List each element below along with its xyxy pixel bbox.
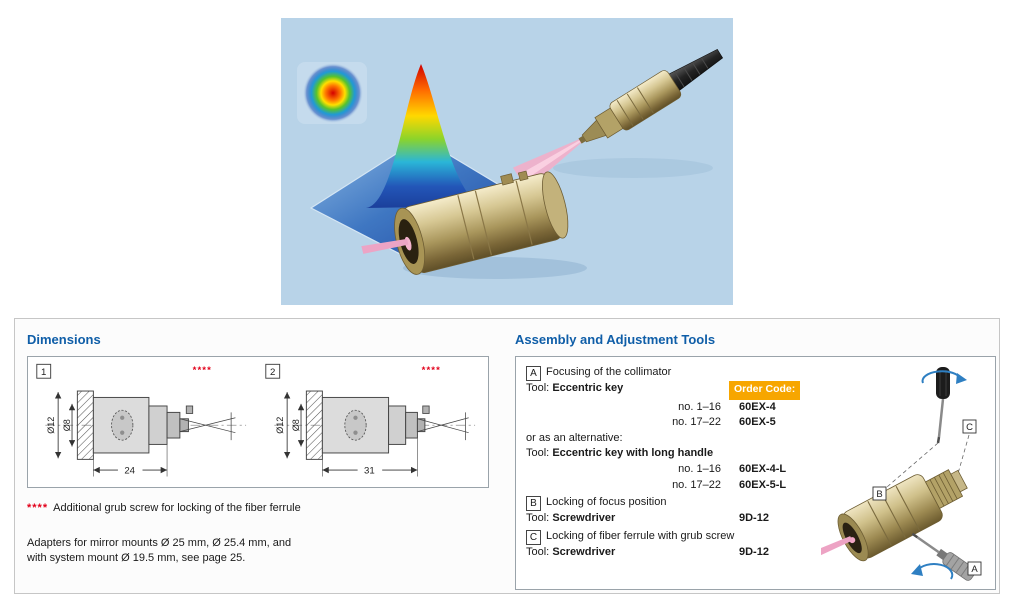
fiber-ferrule [361,238,409,254]
adjustment-screw [517,170,529,182]
dimensions-drawing-box: 1 **** Ø12 [27,356,489,488]
svg-text:C: C [966,422,973,433]
tool-name: Eccentric key [552,382,624,394]
tool-a-alt-row: Tool: Eccentric key with long handle [526,446,821,462]
illustration-marker-b: B [872,486,887,501]
marker-c-box: C [526,529,541,545]
tools-title: Assembly and Adjustment Tools [515,332,716,347]
tool-a-alt-option-row: no. 17–22 60EX-5-L [526,478,821,494]
tool-a-row: Tool: Eccentric key Order Code: [526,381,821,400]
alternative-row: or as an alternative: [526,431,821,447]
order-code: 9D-12 [739,512,769,525]
order-code: 60EX-4 [739,400,776,413]
fiber-collimator [361,170,569,275]
inner-diameter-label: Ø8 [62,419,72,431]
tool-a-option-row: no. 17–22 60EX-5 [526,415,821,431]
dimension-drawing-2: 2 **** Ø12 [265,363,476,477]
grub-screw-footnote: **** Additional grub screw for locking of… [27,502,489,514]
length-label: 31 [364,465,375,476]
tools-illustration: C B A [821,365,989,581]
screwdriver-top [921,367,967,444]
product-photo-graphic [281,18,733,305]
drawing-index: 2 [270,367,275,378]
tool-heading-b-row: B Locking of focus position [526,495,821,512]
tool-a-alt-option-row: no. 1–16 60EX-4-L [526,462,821,478]
adapter-note: Adapters for mirror mounts Ø 25 mm, Ø 25… [27,536,489,567]
tool-name: Screwdriver [552,545,616,558]
marker-a-box: A [526,366,541,381]
tool-heading-c-row: C Locking of fiber ferrule with grub scre… [526,529,821,545]
grub-screw [185,405,194,414]
lower-panels: Dimensions 1 **** [14,318,1000,594]
grub-screw-stars: **** [422,365,441,376]
tool-heading-b: Locking of focus position [546,496,667,509]
svg-text:A: A [971,564,978,575]
order-code: 60EX-5 [739,416,776,429]
key-range: no. 1–16 [678,462,721,475]
order-code: 60EX-5-L [739,478,787,491]
dimension-drawing-1: 1 **** Ø12 [36,363,247,477]
inner-diameter-label: Ø8 [291,419,301,431]
illustration-marker-c: C [962,419,977,434]
tools-section: Assembly and Adjustment Tools A Focusing … [515,332,996,590]
tools-box: A Focusing of the collimator Tool: Eccent… [515,356,996,590]
gaussian-peak [366,64,486,208]
tool-label: Tool: [526,447,550,460]
footnote-text: Additional grub screw for locking of the… [53,502,301,514]
order-code-label: Order Code: [729,381,801,400]
grub-screw [422,405,430,414]
adjustment-screw [500,173,514,186]
length-label: 24 [124,465,135,476]
alternative-text: or as an alternative: [526,431,623,444]
tool-label: Tool: [526,382,550,394]
outer-diameter-label: Ø12 [275,417,285,434]
tool-heading-a: Focusing of the collimator [546,366,672,378]
rotate-arrow-icon [956,373,967,384]
tool-label: Tool: [526,545,550,558]
footnote-stars: **** [27,502,49,514]
rotate-arrow-icon [911,564,923,576]
drawing-index: 1 [41,367,46,378]
dimensions-section: Dimensions 1 **** [27,332,489,581]
marker-b-box: B [526,496,541,512]
adapter-note-line2: with system mount Ø 19.5 mm, see page 25… [27,552,246,565]
tools-text: A Focusing of the collimator Tool: Eccent… [526,365,821,581]
tool-b-row: Tool: Screwdriver 9D-12 [526,511,821,527]
collimator-illustration [821,469,968,562]
key-range: no. 1–16 [678,400,721,413]
key-range: no. 17–22 [672,478,721,491]
tool-heading-c: Locking of fiber ferrule with grub screw [546,529,735,542]
tool-a-option-row: no. 1–16 60EX-4 [526,400,821,416]
product-photo [281,18,733,305]
dimensions-title: Dimensions [27,332,101,347]
tool-name: Screwdriver [552,512,616,525]
adapter-note-line1: Adapters for mirror mounts Ø 25 mm, Ø 25… [27,537,292,549]
beam-spot [303,63,363,123]
tool-c-row: Tool: Screwdriver 9D-12 [526,545,821,561]
tool-label: Tool: [526,512,550,525]
illustration-marker-a: A [967,561,982,576]
tool-heading-a-row: A Focusing of the collimator [526,365,821,381]
tool-name: Eccentric key with long handle [552,447,714,460]
fiber-ferrule [821,536,853,560]
screwdriver-bottom [911,532,976,581]
order-code: 9D-12 [739,545,769,558]
grub-screw-stars: **** [193,365,212,376]
shadow [553,158,713,178]
key-range: no. 17–22 [672,416,721,429]
svg-text:B: B [876,489,882,500]
outer-diameter-label: Ø12 [46,417,56,434]
order-code: 60EX-4-L [739,462,787,475]
